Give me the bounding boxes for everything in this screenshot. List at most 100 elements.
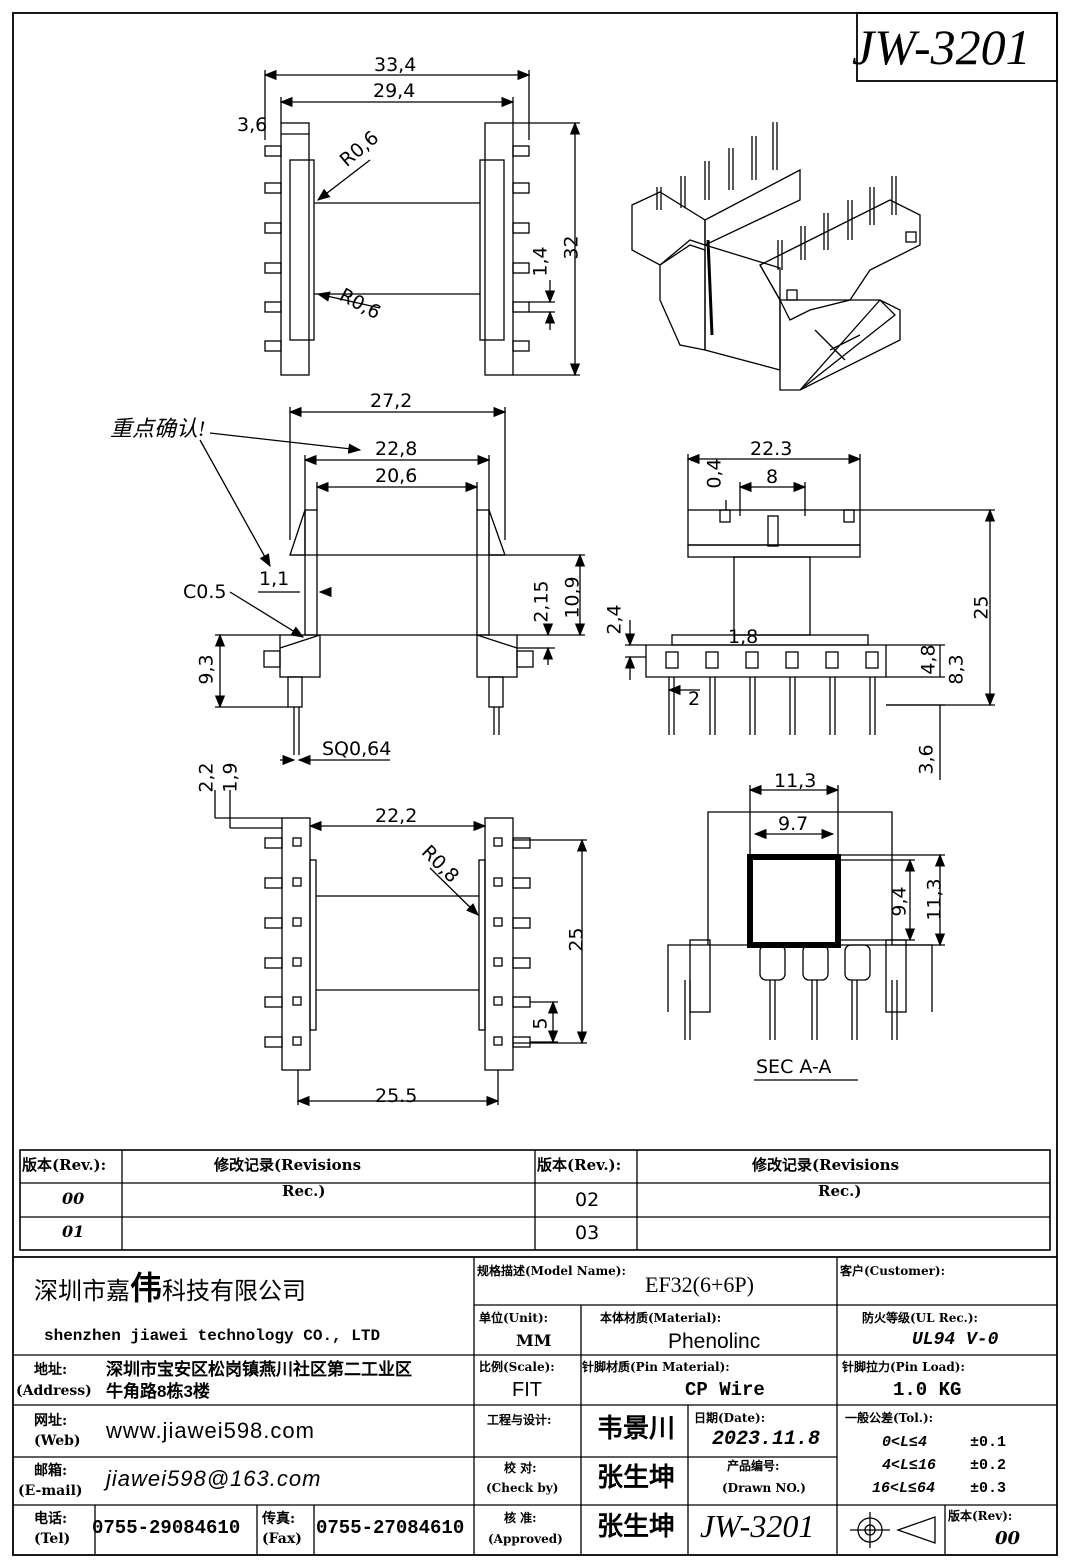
section-label: SEC A-A <box>756 1056 832 1078</box>
pin-material-label: 针脚材质(Pin Material): <box>582 1360 730 1374</box>
address-label-en: (Address) <box>16 1383 92 1399</box>
bottom-view <box>214 790 588 1107</box>
fax-label-en: (Fax) <box>262 1531 302 1547</box>
title-block-lines <box>13 1256 1057 1555</box>
tel-label-en: (Tel) <box>34 1531 71 1547</box>
rev-row-03: 03 <box>575 1222 600 1244</box>
rev-label: 版本(Rev): <box>948 1509 1013 1523</box>
outer-border <box>12 12 1058 1556</box>
pin-material-value: CP Wire <box>685 1379 765 1401</box>
drawing-number-title: JW-3201 <box>852 19 1031 75</box>
key-check-note: 重点确认! <box>110 416 206 441</box>
tol-range-1: 0<L≤4 <box>882 1434 928 1451</box>
email-label-en: (E-mail) <box>18 1483 83 1499</box>
dim-2-15: 2,15 <box>530 580 553 623</box>
dim-3-6-top: 3,6 <box>237 114 268 136</box>
rev-row-01: 01 <box>62 1222 85 1241</box>
rec-header-2b: Rec.) <box>818 1182 862 1200</box>
date-label: 日期(Date): <box>694 1411 766 1425</box>
rev-value: 00 <box>995 1528 1021 1549</box>
dim-4-8: 4,8 <box>917 644 940 675</box>
rev-row-00: 00 <box>62 1189 85 1208</box>
tol-value-3: ±0.3 <box>970 1480 1007 1497</box>
email-link[interactable]: jiawei598@163.com <box>106 1466 322 1491</box>
approve-label-en: (Approved) <box>488 1532 563 1546</box>
unit-value: MM <box>516 1331 552 1350</box>
scale-label: 比例(Scale): <box>479 1360 555 1374</box>
approve-label: 核 准: <box>504 1511 537 1525</box>
dim-0-4: 0,4 <box>703 458 726 489</box>
top-view <box>263 69 581 377</box>
revision-table-lines <box>19 1149 1051 1251</box>
ul-rating-label: 防火等级(UL Rec.): <box>862 1311 978 1325</box>
tol-range-3: 16<L≤64 <box>872 1480 936 1497</box>
dim-22-3: 22.3 <box>750 438 793 460</box>
drawing-no-label-en: (Drawn NO.) <box>722 1481 806 1495</box>
dim-27-2: 27,2 <box>370 390 413 412</box>
isometric-view <box>631 122 921 391</box>
dim-3-6-side: 3,6 <box>915 744 938 775</box>
chamfer-c0-5: C0.5 <box>183 581 227 603</box>
check-value: 张生坤 <box>597 1462 676 1492</box>
dim-22-8: 22,8 <box>375 438 418 460</box>
ul-rating-value: UL94 V-0 <box>912 1330 999 1350</box>
dim-9-4: 9,4 <box>888 886 911 917</box>
dim-33-4: 33,4 <box>374 54 417 76</box>
approve-value: 张生坤 <box>597 1511 676 1541</box>
rec-header-1b: Rec.) <box>282 1182 326 1200</box>
rev-header-2: 版本(Rev.): <box>537 1156 622 1174</box>
dim-20-6: 20,6 <box>375 465 418 487</box>
web-label: 网址: <box>34 1413 68 1429</box>
dim-25-5: 25.5 <box>375 1085 418 1107</box>
dim-32: 32 <box>560 235 583 260</box>
rev-header-1: 版本(Rev.): <box>22 1156 107 1174</box>
dim-11-3-vert: 11,3 <box>923 878 946 921</box>
tel-value: 0755-29084610 <box>92 1517 241 1539</box>
material-value: Phenolinc <box>668 1330 761 1353</box>
engineer-value: 韦景川 <box>597 1413 676 1443</box>
company-name-cn: 深圳市嘉伟科技有限公司 <box>34 1270 307 1306</box>
company-name-en: shenzhen jiawei technology CO., LTD <box>44 1327 381 1345</box>
website-link[interactable]: www.jiawei598.com <box>106 1418 315 1443</box>
rec-header-1: 修改记录(Revisions <box>214 1156 362 1174</box>
dim-29-4: 29,4 <box>373 80 416 102</box>
dim-1-1: 1,1 <box>259 568 290 590</box>
dim-2-2: 2,2 <box>195 762 218 793</box>
dim-25-side: 25 <box>970 595 993 620</box>
fax-value: 0755-27084610 <box>316 1517 465 1539</box>
tol-range-2: 4<L≤16 <box>882 1457 937 1474</box>
dim-5: 5 <box>529 1017 552 1030</box>
dim-10-9: 10,9 <box>561 576 584 619</box>
scale-value: FIT <box>512 1379 542 1401</box>
dim-8: 8 <box>766 466 779 488</box>
check-label-en: (Check by) <box>486 1481 559 1495</box>
front-view <box>199 406 586 766</box>
dim-11-3-horiz: 11,3 <box>774 770 817 792</box>
dim-1-9: 1,9 <box>219 762 242 793</box>
engineer-label: 工程与设计: <box>487 1413 552 1427</box>
drawing-number-box <box>856 12 1058 82</box>
drawing-no-value: JW-3201 <box>700 1508 815 1544</box>
dim-2-4: 2,4 <box>603 604 626 635</box>
unit-label: 单位(Unit): <box>479 1311 549 1325</box>
material-label: 本体材质(Material): <box>600 1311 722 1325</box>
web-label-en: (Web) <box>34 1433 81 1449</box>
rec-header-2: 修改记录(Revisions <box>752 1156 900 1174</box>
dim-1-4: 1,4 <box>529 246 552 277</box>
side-view <box>624 453 996 780</box>
pin-sq-0-64: SQ0,64 <box>322 738 392 760</box>
dim-22-2: 22,2 <box>375 805 418 827</box>
dim-2: 2 <box>688 688 701 710</box>
dim-9-7: 9.7 <box>778 813 809 835</box>
section-view <box>667 784 946 1081</box>
model-name-value: EF32(6+6P) <box>645 1272 754 1297</box>
check-label: 校 对: <box>504 1461 537 1475</box>
fax-label: 传真: <box>262 1511 296 1527</box>
drawing-no-label: 产品编号: <box>727 1459 780 1473</box>
address-label: 地址: <box>34 1362 68 1378</box>
customer-label: 客户(Customer): <box>840 1264 946 1278</box>
pin-load-label: 针脚拉力(Pin Load): <box>842 1360 965 1374</box>
tel-label: 电话: <box>34 1511 68 1527</box>
address-line-2: 牛角路8栋3楼 <box>106 1382 210 1401</box>
